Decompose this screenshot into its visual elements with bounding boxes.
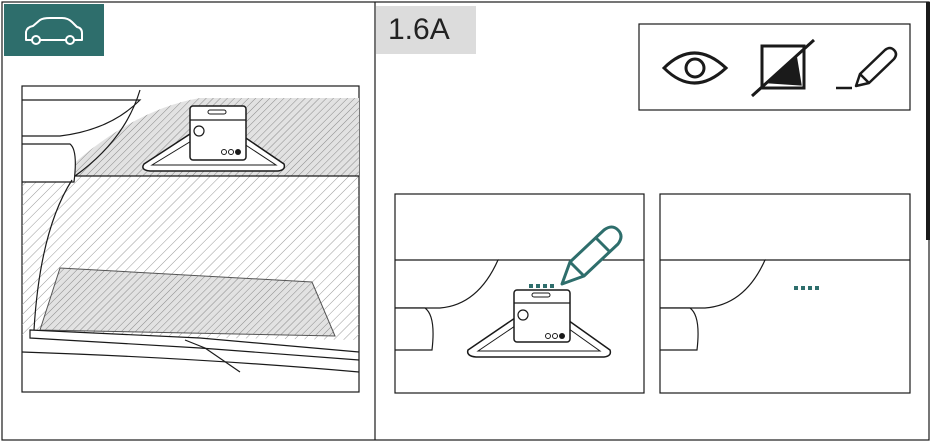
windshield-overview bbox=[21, 85, 360, 393]
device-on-mount-small bbox=[466, 289, 612, 358]
pillar-shape bbox=[395, 307, 434, 351]
windshield-edge bbox=[395, 259, 499, 309]
a-pillar-left bbox=[22, 143, 76, 183]
device-on-mount-large bbox=[142, 105, 286, 172]
windshield-top-edge bbox=[73, 89, 359, 177]
marking-pencil-icon bbox=[560, 225, 623, 286]
pencil-icon bbox=[836, 46, 898, 90]
mark-dots-result bbox=[794, 286, 819, 290]
roof-line bbox=[22, 99, 142, 137]
dashboard-line bbox=[22, 351, 359, 373]
eye-icon bbox=[661, 51, 729, 85]
pillar-curve bbox=[33, 179, 73, 331]
step-number-label: 1.6A bbox=[376, 6, 476, 54]
lower-grey-zone bbox=[39, 267, 336, 337]
wiper-arm bbox=[29, 329, 359, 361]
car-outline-icon bbox=[25, 17, 83, 45]
mark-dots bbox=[529, 284, 554, 288]
mark-result-detail bbox=[659, 193, 911, 394]
mark-position-detail bbox=[394, 193, 645, 394]
instruction-icons-box bbox=[638, 23, 911, 111]
crossed-sticker-icon bbox=[750, 38, 816, 98]
vehicle-badge bbox=[4, 4, 104, 56]
